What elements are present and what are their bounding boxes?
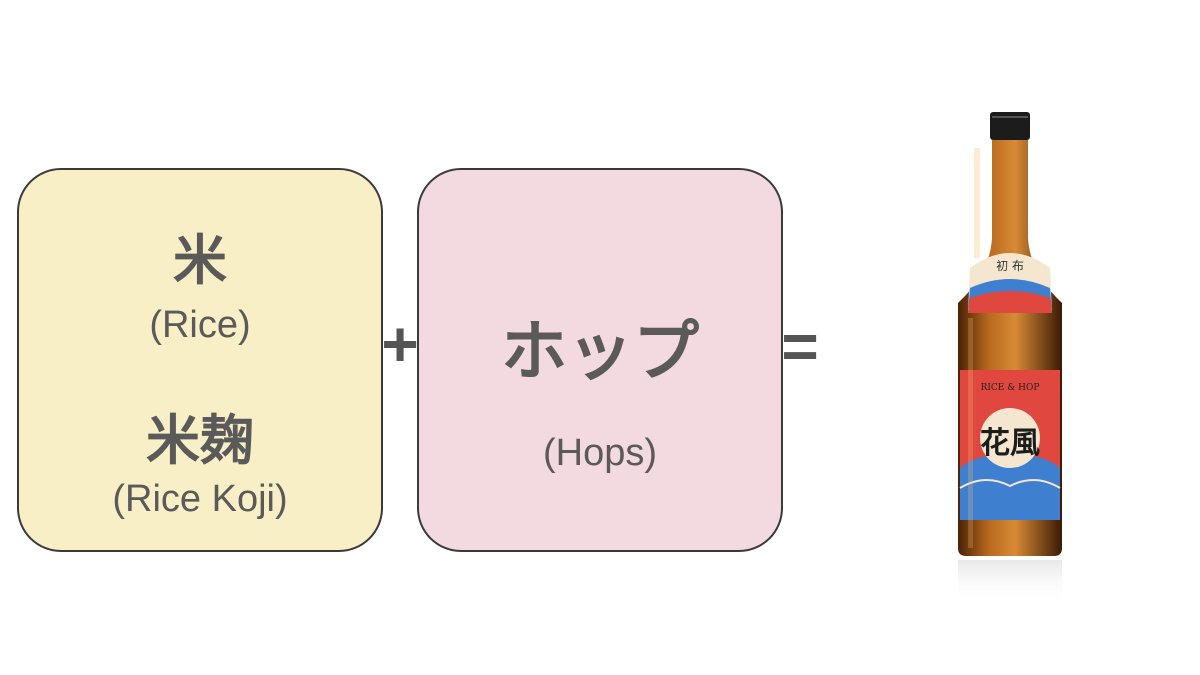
hops-en-label: (Hops)	[542, 432, 658, 474]
koji-en-label: (Rice Koji)	[112, 478, 288, 520]
rice-jp-label: 米	[173, 229, 227, 292]
rice-en-label: (Rice)	[149, 304, 251, 346]
svg-text:初 布: 初 布	[996, 259, 1024, 273]
equals-operator: =	[781, 310, 819, 382]
bottle-illustration: 初 布 RICE & HOP 花風	[958, 112, 1062, 604]
plus-operator: +	[381, 308, 419, 380]
koji-jp-label: 米麹	[146, 409, 254, 472]
hops-box: ホップ (Hops)	[417, 168, 783, 552]
svg-text:花風: 花風	[980, 426, 1040, 461]
rice-koji-box: 米 (Rice) 米麹 (Rice Koji)	[17, 168, 383, 552]
bottle-reflection	[958, 560, 1062, 604]
sake-bottle-image: 初 布 RICE & HOP 花風	[940, 108, 1080, 608]
svg-text:RICE & HOP: RICE & HOP	[981, 383, 1040, 393]
hops-jp-label: ホップ	[501, 313, 699, 390]
bottle-cap	[990, 112, 1030, 140]
